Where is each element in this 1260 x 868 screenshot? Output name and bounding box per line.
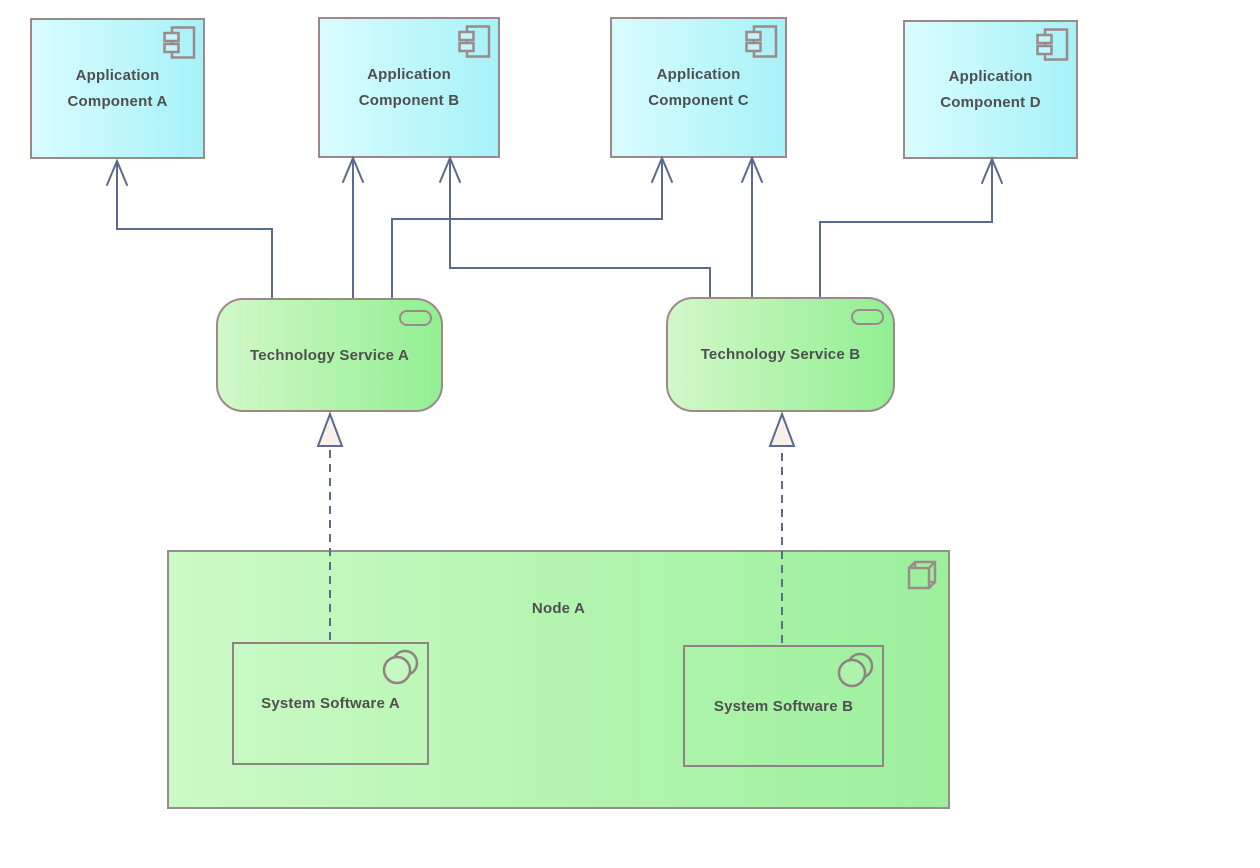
label-line: Application (656, 65, 741, 83)
label-line: Application (75, 66, 160, 84)
system-software-icon (834, 652, 876, 694)
application-component-c[interactable]: Application Component C (610, 17, 787, 158)
element-label: System Software B (713, 697, 854, 715)
label-line: Component C (648, 91, 749, 109)
serving-svcB-compD[interactable] (819, 156, 1003, 297)
element-label: Application Component A (32, 63, 203, 115)
label-line: Application (367, 65, 451, 83)
system-software-icon (379, 649, 421, 691)
element-label: Technology Service A (249, 346, 410, 364)
component-icon (163, 26, 196, 64)
serving-svcB-compB[interactable] (439, 155, 711, 297)
label-line: Component B (358, 91, 460, 109)
technology-service-a[interactable]: Technology Service A (216, 298, 443, 412)
label-line: Component A (67, 92, 168, 110)
serving-svcA-compA[interactable] (106, 158, 273, 298)
application-component-a[interactable]: Application Component A (30, 18, 205, 159)
node-label: Node A (531, 600, 586, 617)
application-component-d[interactable]: Application Component D (903, 20, 1078, 159)
technology-service-b[interactable]: Technology Service B (666, 297, 895, 412)
element-label: System Software A (261, 695, 400, 712)
service-icon (399, 310, 432, 326)
system-software-a[interactable]: System Software A (232, 642, 429, 765)
system-software-b[interactable]: System Software B (683, 645, 884, 767)
element-label: Application Component C (612, 62, 785, 114)
serving-svcA-compC[interactable] (391, 155, 673, 298)
node-cube-icon (907, 560, 939, 596)
element-label: Application Component D (905, 64, 1076, 116)
serving-svcA-compB[interactable] (342, 155, 364, 298)
label-line: Application (948, 67, 1033, 85)
application-component-b[interactable]: Application Component B (318, 17, 500, 158)
node-a[interactable]: Node A System Software A System Software… (167, 550, 950, 809)
service-icon (851, 309, 884, 325)
label-line: Component D (940, 93, 1041, 111)
component-icon (458, 25, 491, 63)
element-label: Application Component B (320, 62, 498, 114)
component-icon (1036, 28, 1069, 66)
element-label: Technology Service B (700, 346, 861, 363)
serving-svcB-compC[interactable] (741, 155, 763, 297)
component-icon (745, 25, 778, 63)
